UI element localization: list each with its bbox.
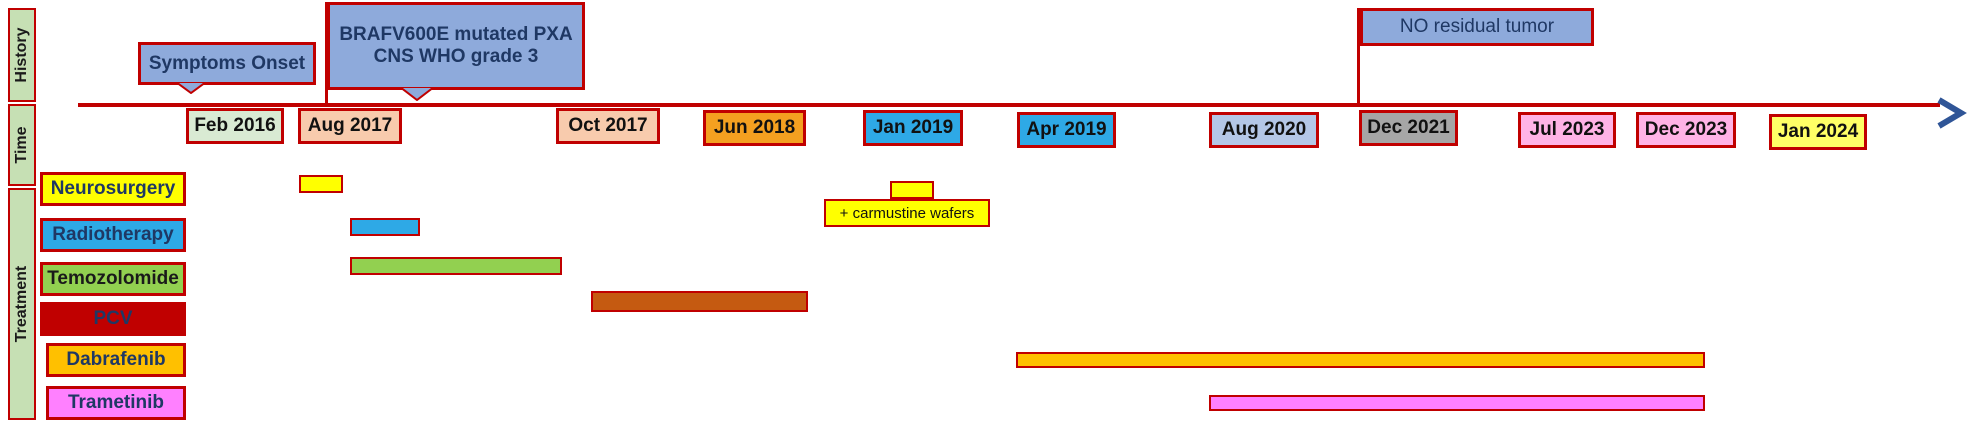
neurosurgery-bar-jan-2019 [890,181,934,199]
trametinib-bar [1209,395,1705,411]
date-label-dec-2021: Dec 2021 [1359,110,1458,146]
symptoms-callout-pointer [176,82,206,94]
history-section-label: History [8,8,36,102]
date-label-dec-2023: Dec 2023 [1636,112,1736,148]
treatment-label-pcv: PCV [40,302,186,336]
date-label-aug-2017: Aug 2017 [298,108,402,144]
neurosurgery-bar-aug-2017 [299,175,343,193]
treatment-label-dabrafenib: Dabrafenib [46,343,186,377]
symptoms-onset-callout: Symptoms Onset [138,42,316,85]
pcv-bar [591,291,808,312]
date-label-aug-2020: Aug 2020 [1209,112,1319,148]
carmustine-wafers-annotation: + carmustine wafers [824,199,990,227]
diagnosis-connector-line [325,2,328,105]
timeline-axis [78,103,1940,107]
date-label-jul-2023: Jul 2023 [1518,112,1616,148]
date-label-jan-2024: Jan 2024 [1769,114,1867,150]
treatment-section-label: Treatment [8,188,36,420]
date-label-feb-2016: Feb 2016 [186,108,284,144]
no-residual-connector-line [1357,8,1360,105]
treatment-label-radiotherapy: Radiotherapy [40,218,186,252]
dabrafenib-bar [1016,352,1705,368]
time-section-label: Time [8,104,36,186]
date-label-oct-2017: Oct 2017 [556,108,660,144]
treatment-label-trametinib: Trametinib [46,386,186,420]
radiotherapy-bar [350,218,420,236]
treatment-label-temozolomide: Temozolomide [40,262,186,296]
date-label-jun-2018: Jun 2018 [703,110,806,146]
timeline-arrow-icon [1937,97,1967,129]
no-residual-tumor-callout: NO residual tumor [1360,8,1594,46]
treatment-label-neurosurgery: Neurosurgery [40,172,186,206]
date-label-apr-2019: Apr 2019 [1017,112,1116,148]
date-label-jan-2019: Jan 2019 [863,110,963,146]
temozolomide-bar [350,257,562,275]
diagnosis-callout-pointer [400,87,434,101]
diagnosis-callout: BRAFV600E mutated PXA CNS WHO grade 3 [327,2,585,90]
